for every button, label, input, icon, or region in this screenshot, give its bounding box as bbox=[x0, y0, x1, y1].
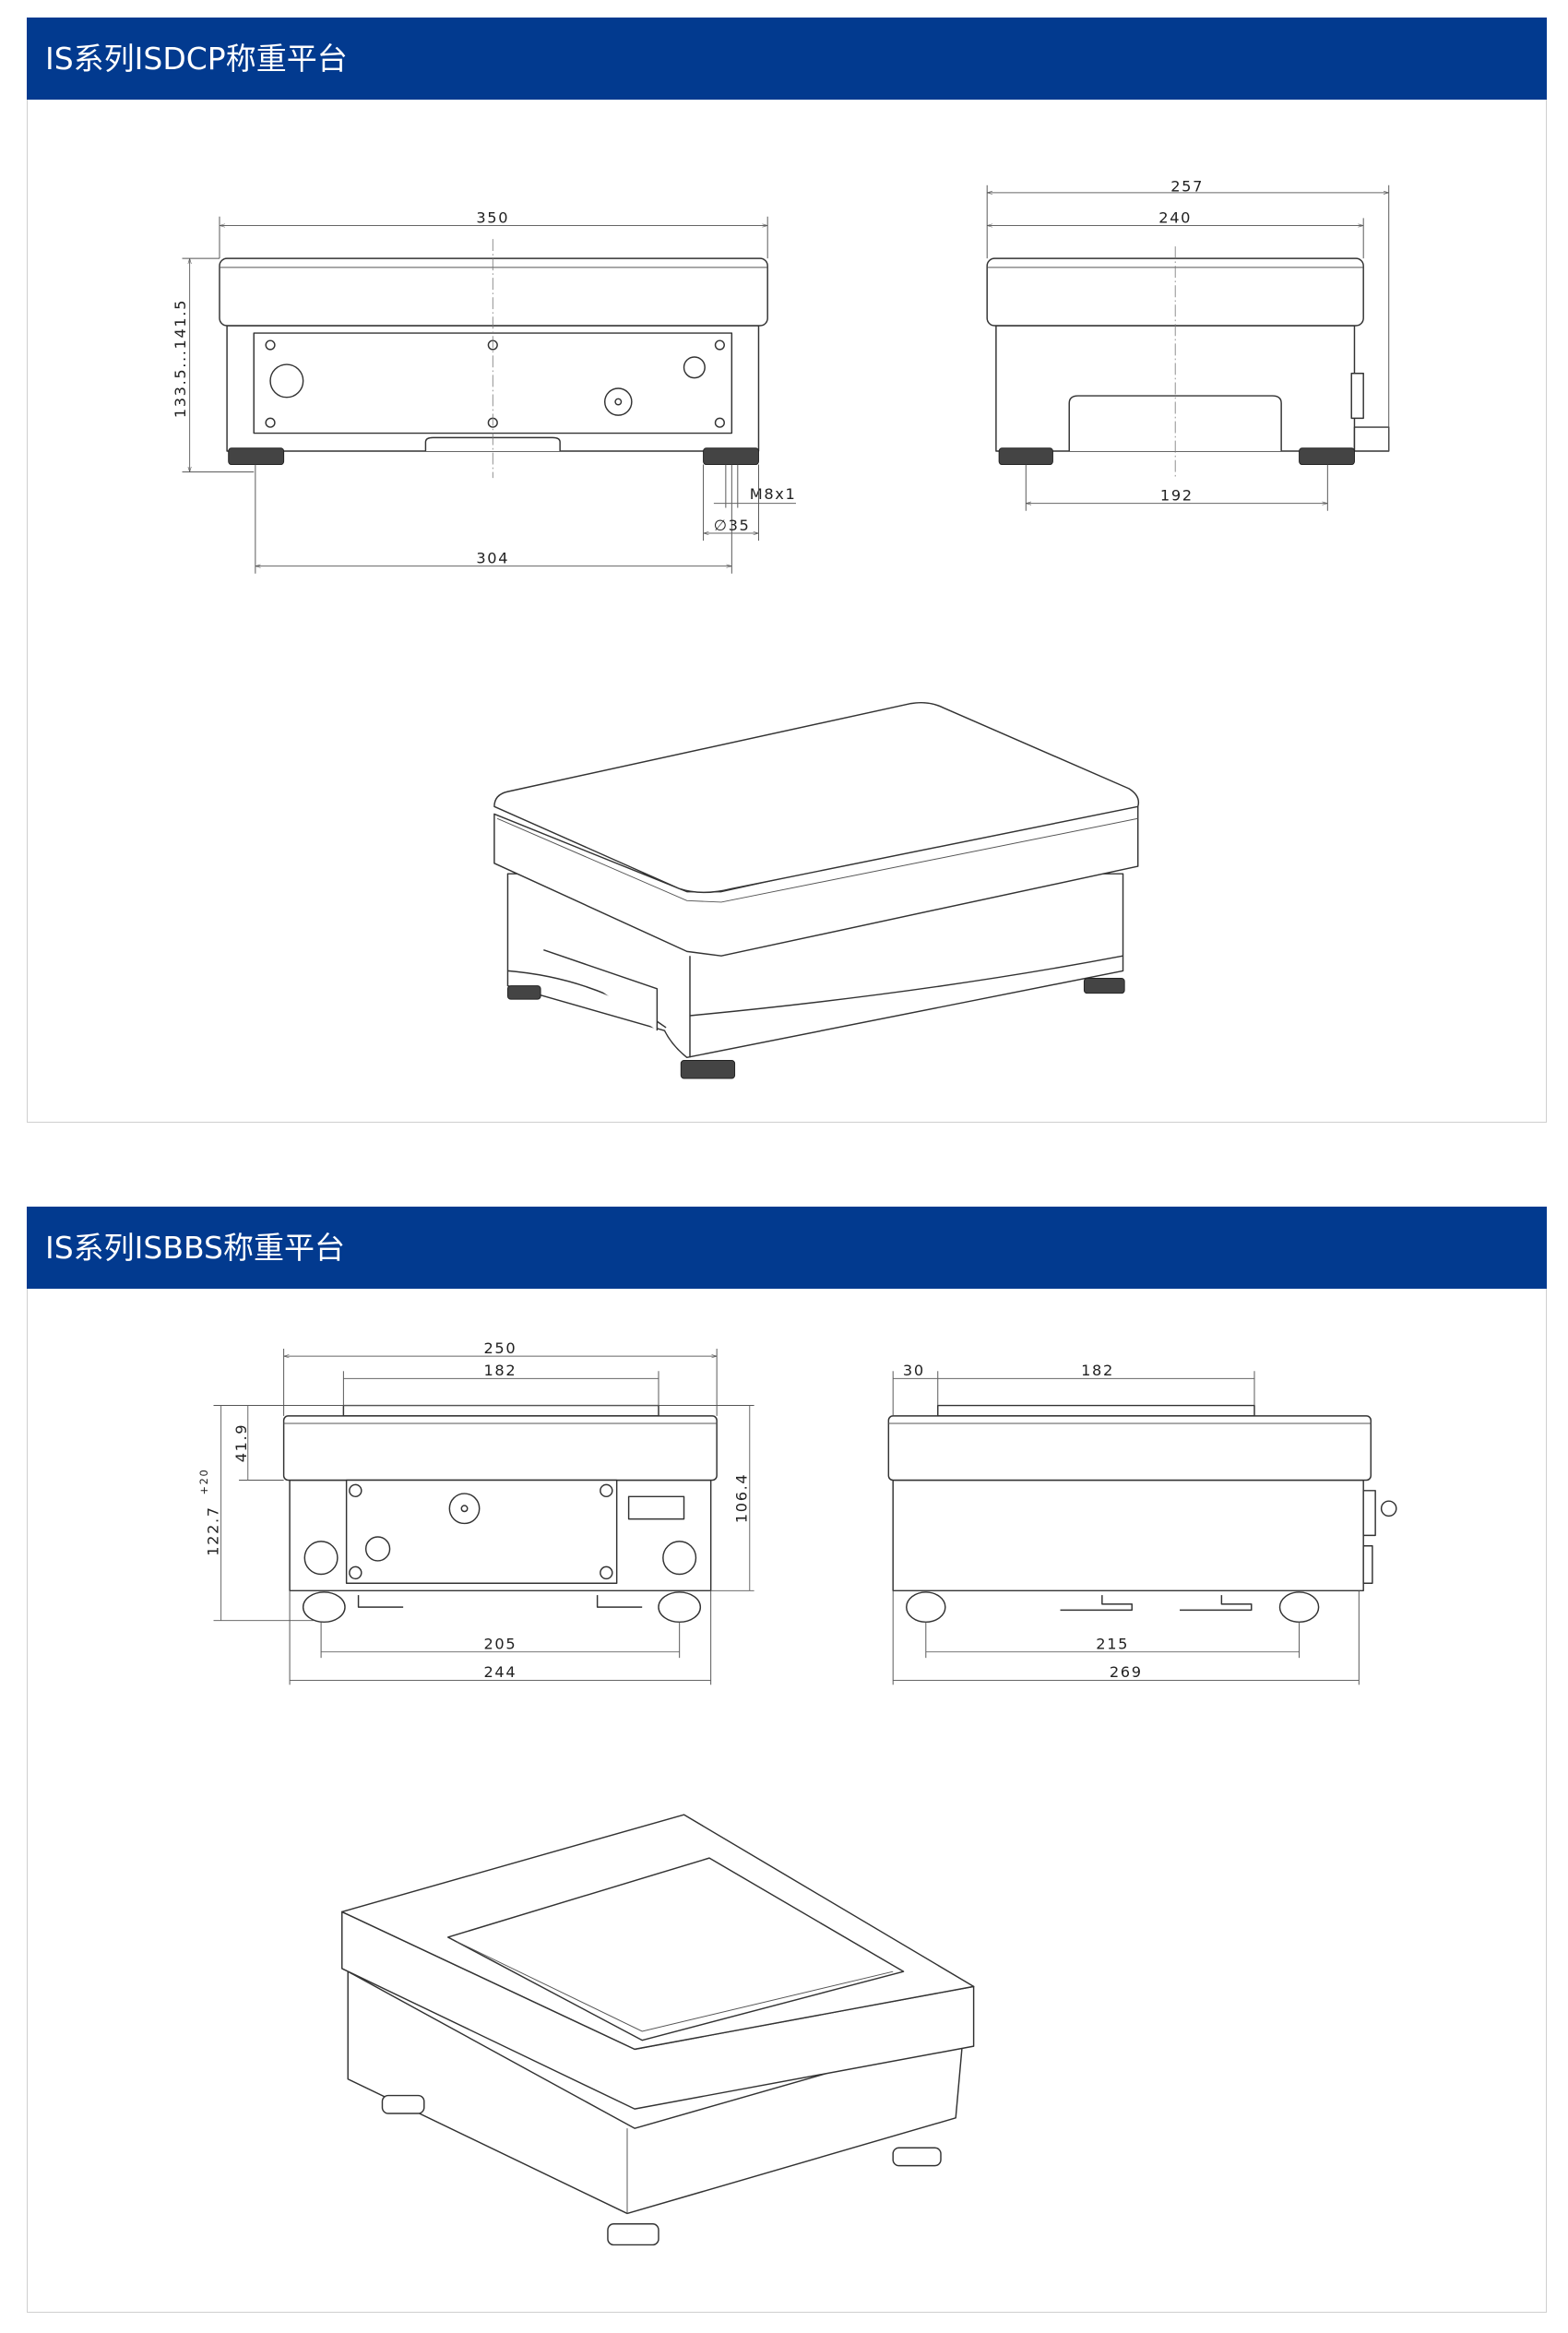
section-header-isdcp: IS系列ISDCP称重平台 bbox=[27, 18, 1547, 100]
dim-body-height: 106.4 bbox=[733, 1473, 751, 1523]
section-title: IS系列ISDCP称重平台 bbox=[45, 41, 348, 77]
isdcp-drawing-panel bbox=[27, 100, 1547, 1123]
dim-thread: M8x1 bbox=[750, 485, 797, 503]
section-title: IS系列ISBBS称重平台 bbox=[45, 1230, 346, 1266]
isdcp-front-view: 350 133.5...141.5 304 M8x1 ∅35 bbox=[172, 208, 797, 574]
dim-overall-depth: 257 bbox=[1170, 177, 1204, 195]
dim-tolerance: +20 bbox=[197, 1469, 210, 1495]
isbbs-drawing-panel bbox=[27, 1289, 1547, 2313]
dim-base-depth: 269 bbox=[1110, 1663, 1143, 1681]
dim-pan-width: 182 bbox=[483, 1362, 517, 1379]
dim-base-width: 244 bbox=[483, 1663, 517, 1681]
dim-foot-diameter: ∅35 bbox=[714, 517, 751, 534]
dim-pan-depth: 182 bbox=[1081, 1362, 1114, 1379]
section-header-isbbs: IS系列ISBBS称重平台 bbox=[27, 1207, 1547, 1289]
isbbs-front-view: 250 182 41.9 122.7 +20 106.4 205 244 bbox=[197, 1339, 754, 1685]
dim-offset: 30 bbox=[903, 1362, 925, 1379]
isdcp-side-view: 257 240 192 bbox=[986, 177, 1390, 511]
dim-overall-height: 122.7 bbox=[204, 1506, 221, 1555]
dim-width: 250 bbox=[483, 1339, 517, 1357]
isbbs-side-view: 30 182 215 269 bbox=[887, 1362, 1397, 1685]
dim-foot-spacing: 304 bbox=[476, 549, 509, 566]
isdcp-isometric-view bbox=[493, 701, 1140, 1079]
dim-foot-spacing: 192 bbox=[1160, 486, 1194, 504]
isbbs-isometric-view bbox=[341, 1814, 975, 2246]
dim-width: 350 bbox=[476, 208, 509, 226]
dim-depth: 240 bbox=[1158, 208, 1192, 226]
dim-foot-spacing: 205 bbox=[483, 1635, 517, 1652]
dim-foot-spacing: 215 bbox=[1096, 1635, 1129, 1652]
dim-top-height: 41.9 bbox=[232, 1423, 250, 1463]
dim-height: 133.5...141.5 bbox=[172, 299, 189, 418]
